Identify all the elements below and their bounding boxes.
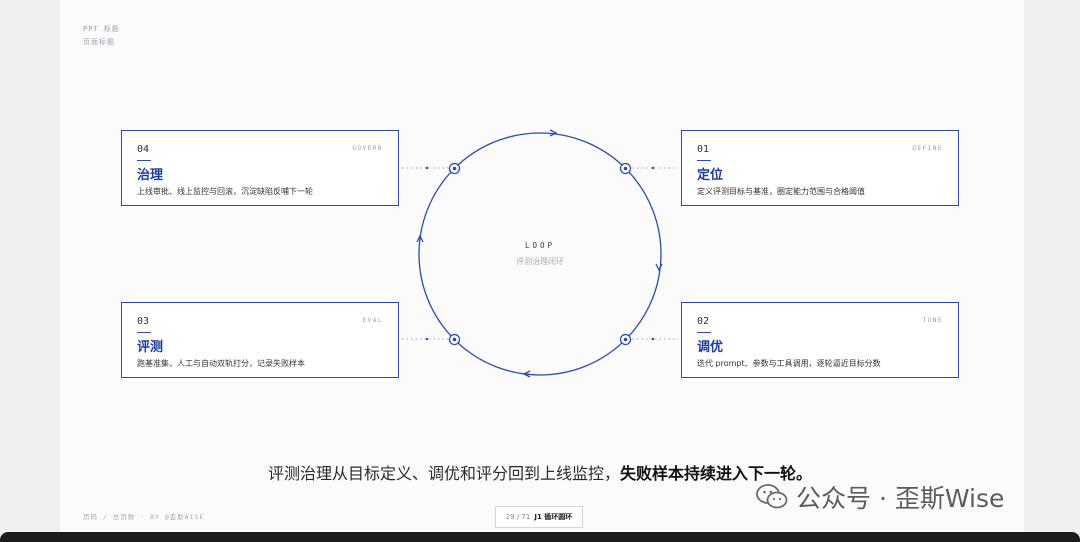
connector-dot-bottom-left bbox=[425, 337, 429, 341]
page-indicator[interactable]: 29 / 71 J1 循环圆环 bbox=[495, 506, 583, 528]
card-tag: GOVERN bbox=[352, 145, 383, 152]
card-number: 03 bbox=[137, 316, 150, 327]
node-bottom-left bbox=[448, 333, 461, 346]
footer-credit: 页码 / 总页数 · BY @歪斯WISE bbox=[83, 513, 205, 521]
card-define: 01 DEFINE 定位 定义评测目标与基准，圈定能力范围与合格阈值 bbox=[681, 130, 959, 206]
card-number-underline bbox=[137, 332, 151, 333]
card-number: 01 bbox=[697, 144, 710, 155]
caption-text: 评测治理从目标定义、调优和评分回到上线监控， bbox=[267, 464, 620, 483]
wechat-icon bbox=[756, 484, 788, 509]
card-tag: TUNE bbox=[922, 317, 943, 324]
card-eval: 03 EVAL 评测 跑基准集，人工与自动双轨打分，记录失败样本 bbox=[121, 302, 399, 378]
subtitle-caption: 评测治理从目标定义、调优和评分回到上线监控，失败样本持续进入下一轮。 bbox=[0, 460, 1080, 484]
card-description: 迭代 prompt、参数与工具调用，逐轮逼近目标分数 bbox=[697, 359, 881, 368]
card-description: 定义评测目标与基准，圈定能力范围与合格阈值 bbox=[697, 187, 865, 196]
card-title: 定位 bbox=[697, 168, 724, 183]
right-edge-backdrop bbox=[1024, 0, 1080, 542]
card-description: 跑基准集，人工与自动双轨打分，记录失败样本 bbox=[137, 359, 305, 368]
card-number: 04 bbox=[137, 144, 150, 155]
card-tune: 02 TUNE 调优 迭代 prompt、参数与工具调用，逐轮逼近目标分数 bbox=[681, 302, 959, 378]
page-number: 29 / 71 bbox=[505, 513, 531, 521]
card-number-underline bbox=[697, 332, 711, 333]
bottom-edge bbox=[0, 532, 1080, 542]
loop-ring bbox=[418, 132, 662, 376]
card-govern: 04 GOVERN 治理 上线审批、线上监控与回滚，沉淀缺陷反哺下一轮 bbox=[121, 130, 399, 206]
loop-center-label: LOOP bbox=[524, 241, 556, 250]
card-title: 治理 bbox=[137, 168, 164, 183]
loop-center-subtitle: 评测治理闭环 bbox=[516, 257, 564, 266]
card-title: 评测 bbox=[137, 340, 164, 355]
card-number: 02 bbox=[697, 316, 710, 327]
connector-dot-bottom-right bbox=[651, 337, 655, 341]
arrow-top bbox=[549, 129, 558, 137]
arrow-right bbox=[655, 263, 663, 272]
node-bottom-right bbox=[619, 333, 632, 346]
card-description: 上线审批、线上监控与回滚，沉淀缺陷反哺下一轮 bbox=[137, 187, 313, 196]
connector-dot-top-right bbox=[651, 166, 655, 170]
arrow-left bbox=[416, 234, 424, 243]
left-edge-backdrop bbox=[0, 0, 60, 542]
watermark-text: 公众号 · 歪斯Wise bbox=[796, 484, 1005, 513]
card-tag: EVAL bbox=[362, 317, 383, 324]
slide-canvas bbox=[60, 0, 1024, 542]
card-number-underline bbox=[137, 160, 151, 161]
watermark: 公众号 · 歪斯Wise bbox=[756, 479, 1004, 515]
header-deck-title: PPT 标题 bbox=[83, 25, 120, 33]
node-top-left bbox=[448, 162, 461, 175]
connector-dot-top-left bbox=[425, 166, 429, 170]
section-name: J1 循环圆环 bbox=[534, 513, 573, 521]
node-top-right bbox=[619, 162, 632, 175]
header-page-title: 页面标题 bbox=[83, 38, 115, 46]
caption-emphasis: 失败样本持续进入下一轮。 bbox=[620, 464, 813, 483]
card-tag: DEFINE bbox=[912, 145, 943, 152]
card-title: 调优 bbox=[697, 340, 724, 355]
card-number-underline bbox=[697, 160, 711, 161]
arrow-bottom bbox=[522, 370, 531, 378]
